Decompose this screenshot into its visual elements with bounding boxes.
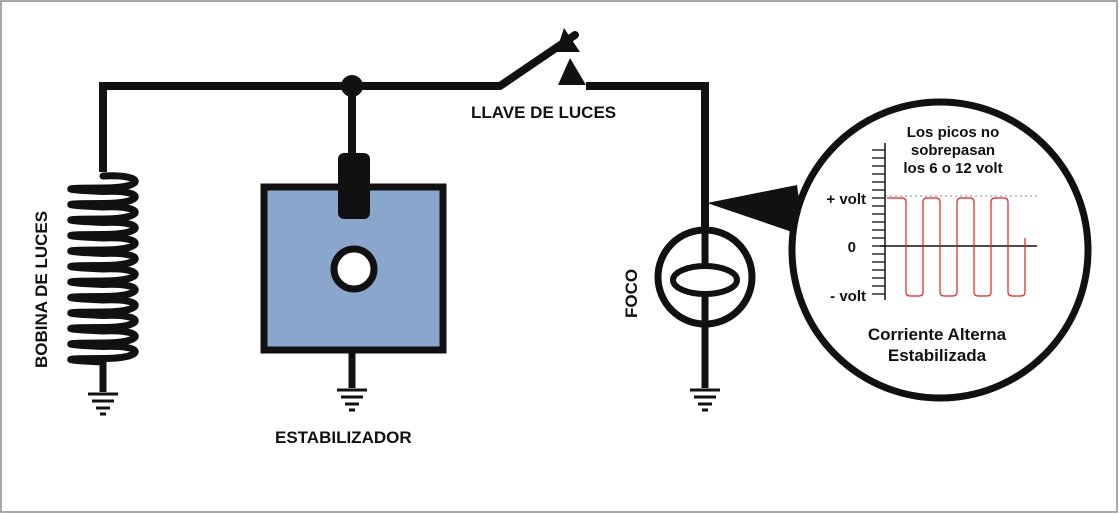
main-wire (99, 82, 709, 232)
inset-note-line1: Los picos no (907, 124, 1000, 141)
inset-note-line2: sobrepasan (911, 142, 995, 159)
waveform-inset: Los picos no sobrepasan los 6 o 12 volt … (788, 98, 1092, 402)
junction-node (341, 75, 363, 97)
switch-label: LLAVE DE LUCES (471, 103, 616, 122)
bulb-label: FOCO (622, 269, 641, 318)
zero-label: 0 (848, 239, 856, 256)
plus-volt-label: + volt (826, 191, 866, 208)
light-switch (496, 28, 600, 90)
ac-waveform (887, 197, 1026, 297)
inset-caption-line2: Estabilizada (888, 346, 987, 365)
coil-label: BOBINA DE LUCES (32, 211, 51, 368)
stabilizer-ground-icon (337, 388, 367, 412)
bulb-ground-icon (690, 388, 720, 412)
stabilizer-label: ESTABILIZADOR (275, 428, 412, 447)
coil-ground-icon (88, 392, 118, 416)
inset-caption-line1: Corriente Alterna (868, 325, 1007, 344)
bulb-icon (654, 226, 756, 388)
callout-pointer (707, 185, 804, 236)
minus-volt-label: - volt (830, 288, 866, 305)
voltage-axis-ticks (872, 149, 885, 295)
lighting-coil (67, 172, 139, 392)
stabilizer-block (260, 153, 447, 388)
inset-note-line3: los 6 o 12 volt (903, 160, 1002, 177)
